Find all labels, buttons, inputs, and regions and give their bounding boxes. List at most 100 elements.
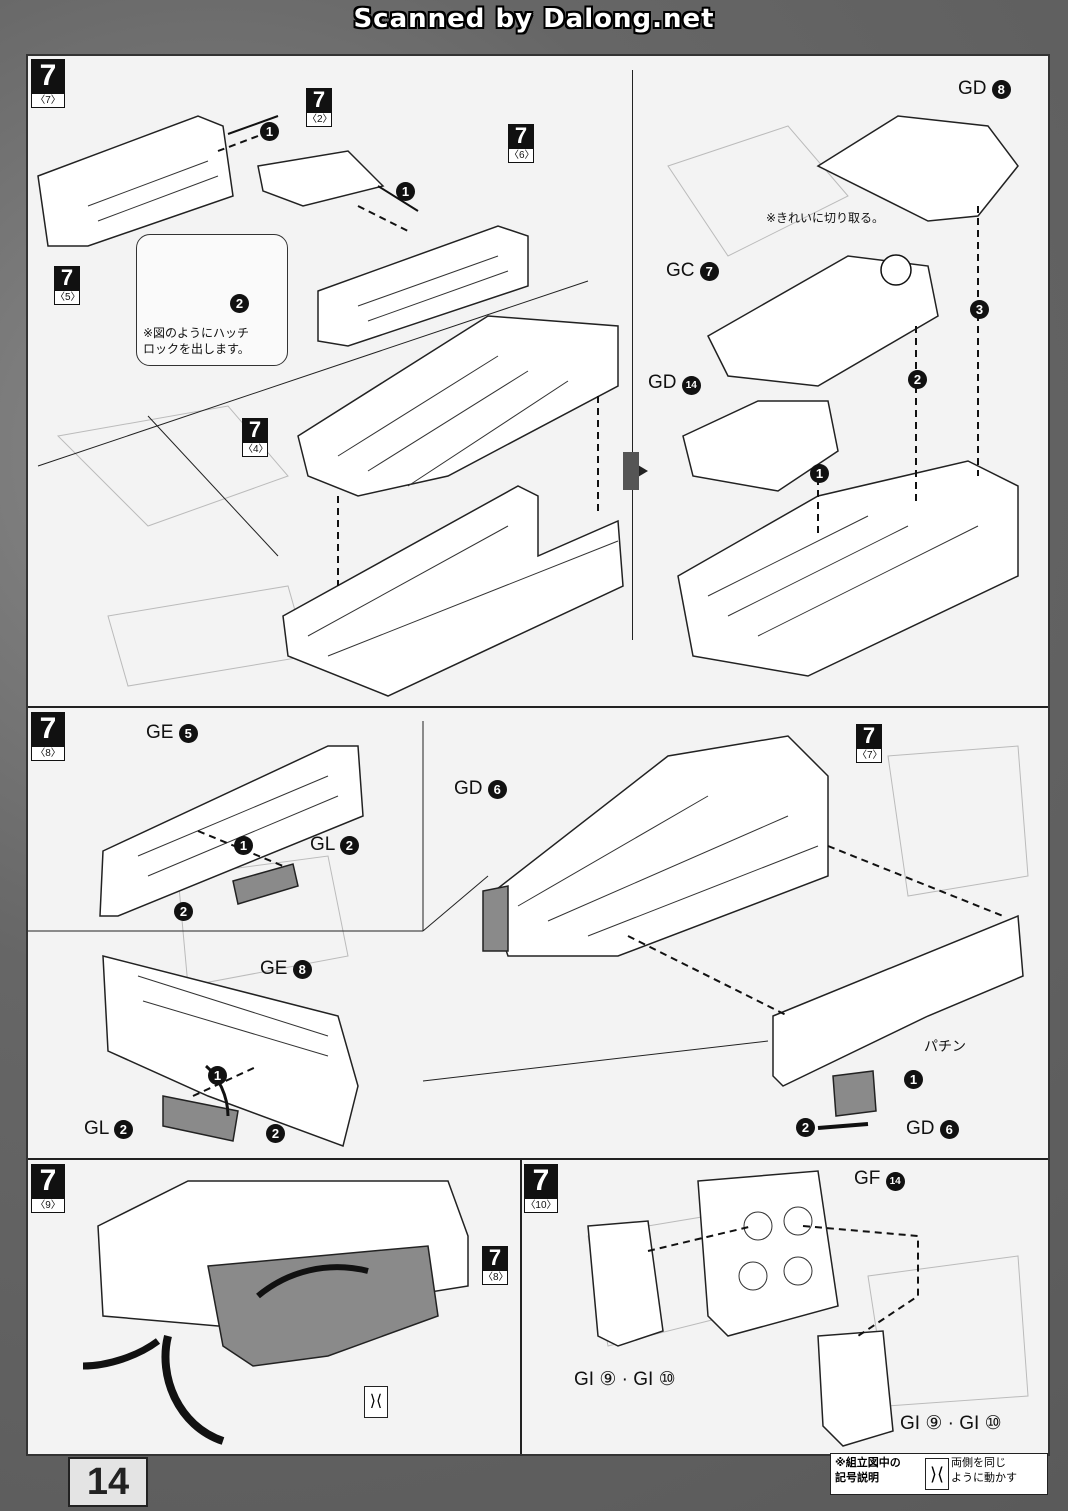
arrow-marker-3: 3 (970, 300, 989, 319)
step-7-8b-box: 7 〈8〉 (482, 1246, 509, 1285)
part-gd6-a (482, 885, 509, 952)
part-number: 2 (113, 1120, 133, 1139)
label-text: GD (906, 1118, 935, 1139)
part-gi-right (817, 1330, 894, 1447)
legend-caption: ※組立図中の 記号説明 (835, 1457, 901, 1484)
instruction-sheet: 7 〈7〉 7 〈2〉 7 〈6〉 7 〈5〉 7 〈4〉 7 〈8〉 7 〈7… (26, 54, 1050, 1456)
label-text: GE (146, 722, 174, 743)
panel-divider-vertical-top (632, 70, 633, 640)
panel-divider-vertical-bottom (520, 1160, 522, 1454)
cover-panel-7-9 (207, 1245, 439, 1367)
step-7-4-box: 7 〈4〉 (242, 418, 269, 457)
label-gi-left: GI ⑨ · GI ⑩ (574, 1369, 676, 1390)
assembly-artwork (28, 115, 1029, 1447)
hatch-note: ※図のようにハッチ ロックを出します。 (143, 326, 250, 356)
label-gd6-b: GD 6 (906, 1118, 959, 1140)
step-sub: 〈2〉 (306, 112, 333, 127)
part-number: 14 (885, 1172, 905, 1191)
label-gc7: GC 7 (666, 260, 719, 282)
part-gl2-a (232, 863, 299, 905)
part-number: 2 (339, 836, 359, 855)
step-number: 7 (54, 266, 80, 290)
part-number: 5 (178, 724, 198, 743)
arrow-marker-1: 1 (234, 836, 253, 855)
part-7-6 (317, 225, 529, 347)
legend-description: 両側を同じ ように動かす (951, 1457, 1017, 1484)
scan-watermark: Scanned by Dalong.net (353, 4, 715, 34)
label-gd6-a: GD 6 (454, 778, 507, 800)
label-text: GD (648, 372, 677, 393)
step-sub: 〈6〉 (508, 148, 535, 163)
step-sub: 〈7〉 (31, 93, 65, 108)
label-text: GD (958, 78, 987, 99)
part-gd14 (682, 400, 839, 492)
step-7-5-box: 7 〈5〉 (54, 266, 81, 305)
symbol-legend: ※組立図中の 記号説明 ⟩⟨ 両側を同じ ように動かす (830, 1453, 1048, 1495)
label-gf14: GF 14 (854, 1168, 905, 1191)
step-number: 7 (482, 1246, 508, 1270)
part-number: 8 (991, 80, 1011, 99)
label-pachin: パチン (924, 1038, 966, 1054)
step-7-2-box: 7 〈2〉 (306, 88, 333, 127)
arrow-marker-2: 2 (908, 370, 927, 389)
panel-7-8 (28, 721, 1024, 1147)
assembled-body-7-8 (487, 735, 829, 957)
arrow-marker-1: 1 (260, 122, 279, 141)
assembled-body-right (677, 460, 1019, 677)
step-sub: 〈8〉 (31, 746, 65, 761)
step-sub: 〈8〉 (482, 1270, 509, 1285)
step-number: 7 (524, 1164, 558, 1198)
step-number: 7 (31, 712, 65, 746)
part-number: 6 (487, 780, 507, 799)
hatch-detail-inset: ※図のようにハッチ ロックを出します。 (136, 234, 288, 366)
step-number: 7 (508, 124, 534, 148)
move-both-sides-icon: ⟩⟨ (364, 1386, 388, 1418)
step-number: 7 (242, 418, 268, 442)
step-sub: 〈10〉 (524, 1198, 558, 1213)
frame-assembly-left (282, 485, 624, 697)
arrow-marker-1: 1 (396, 182, 415, 201)
label-text: GF (854, 1168, 881, 1189)
part-number: 7 (699, 262, 719, 281)
part-gl2-b (162, 1095, 239, 1142)
panel-7-7-right (623, 115, 1019, 677)
label-gi-right: GI ⑨ · GI ⑩ (900, 1413, 1002, 1434)
label-text: GC (666, 260, 695, 281)
arrow-marker-1: 1 (810, 464, 829, 483)
step-number: 7 (31, 59, 65, 93)
page-number: 14 (68, 1457, 148, 1507)
part-gc7 (707, 255, 939, 387)
part-gd8 (816, 115, 1019, 222)
frame-part-top-left (37, 115, 234, 247)
label-text: GL (84, 1118, 109, 1139)
panel-7-10 (587, 1170, 919, 1447)
step-sub: 〈9〉 (31, 1198, 65, 1213)
step-sub: 〈4〉 (242, 442, 269, 457)
part-ge8 (102, 955, 359, 1147)
part-number: 8 (292, 960, 312, 979)
panel-7-9 (82, 1180, 469, 1445)
label-gl2-a: GL 2 (310, 834, 359, 856)
arrow-marker-2: 2 (266, 1124, 285, 1143)
panel-7-7-left (37, 115, 624, 697)
step-7-9-box: 7 〈9〉 (31, 1164, 65, 1213)
step-7-10-box: 7 〈10〉 (524, 1164, 558, 1213)
cut-mark-circle (880, 254, 912, 286)
part-gi-left (587, 1220, 664, 1347)
panel-divider-horizontal-1 (28, 706, 1048, 708)
label-gd8: GD 8 (958, 78, 1011, 100)
part-number: 14 (681, 376, 701, 395)
step-number: 7 (306, 88, 332, 112)
arrow-marker-1: 1 (904, 1070, 923, 1089)
label-text: GD (454, 778, 483, 799)
arrow-marker-2: 2 (796, 1118, 815, 1137)
panel-divider-horizontal-2 (28, 1158, 1048, 1160)
part-7-4 (297, 315, 619, 497)
part-ge5 (99, 745, 364, 917)
step-7-7-box: 7 〈7〉 (31, 59, 65, 108)
label-gl2-b: GL 2 (84, 1118, 133, 1140)
cut-note: ※きれいに切り取る。 (766, 211, 885, 225)
step-7-6-box: 7 〈6〉 (508, 124, 535, 163)
side-panel-7-8 (772, 914, 1024, 1087)
part-number: 6 (939, 1120, 959, 1139)
